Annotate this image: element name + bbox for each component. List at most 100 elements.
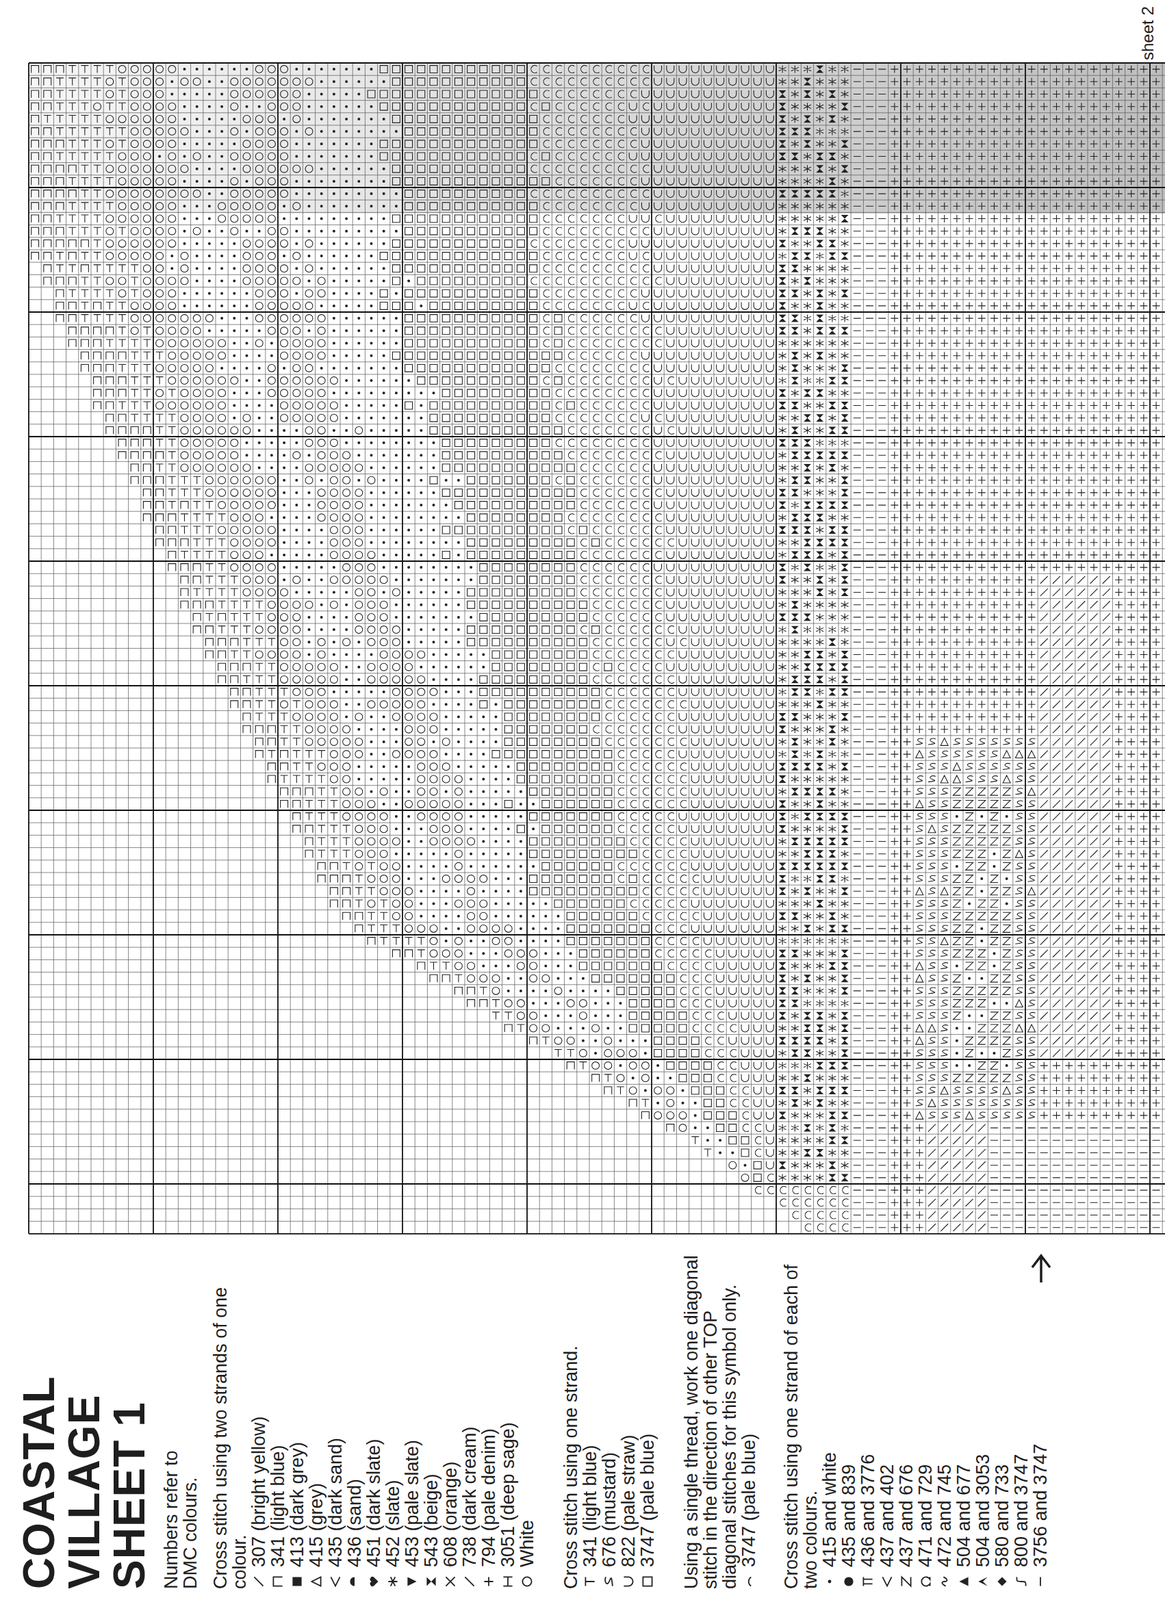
key-symbol	[601, 1574, 617, 1590]
key-entry: White	[517, 1253, 537, 1590]
key-symbol	[841, 1574, 857, 1590]
key-panel: COASTAL VILLAGE SHEET 1Numbers refer to …	[16, 1253, 1153, 1590]
key-symbol	[270, 1574, 286, 1590]
key-text: 415 (grey)	[306, 1483, 326, 1568]
key-entry: 580 and 733	[992, 1253, 1012, 1590]
key-text: 415 and white	[820, 1452, 840, 1568]
key-symbol	[917, 1574, 933, 1590]
key-symbol-shape	[997, 1577, 1007, 1586]
key-symbol	[347, 1574, 363, 1590]
key-symbol	[956, 1574, 972, 1590]
key-symbol-shape	[273, 1577, 283, 1586]
key-text: 800 and 3747	[1011, 1454, 1031, 1568]
key-symbol	[741, 1574, 757, 1590]
key-symbol	[442, 1574, 458, 1590]
key-entry: 794 (pale denim)	[479, 1253, 499, 1590]
key-text: 738 (dark cream)	[459, 1426, 480, 1568]
key-text: 437 and 676	[896, 1464, 916, 1568]
key-text: 437 and 402	[877, 1464, 897, 1568]
key-symbol	[860, 1574, 876, 1590]
key-entry: 3747 (pale blue)	[637, 1253, 658, 1590]
key-symbol-shape	[1016, 1577, 1026, 1586]
key-entry: 608 (orange)	[440, 1253, 460, 1590]
key-symbol-shape	[503, 1577, 512, 1586]
key-text: 3756 and 3747	[1030, 1444, 1051, 1568]
key-note: Using a single thread, work one diagonal…	[681, 1253, 740, 1590]
key-entry: 738 (dark cream)	[459, 1253, 480, 1590]
key-symbol	[937, 1574, 953, 1590]
key-text: 341 (light blue)	[580, 1444, 600, 1568]
key-symbol	[639, 1574, 656, 1590]
key-text: 608 (orange)	[440, 1461, 460, 1568]
key-text: 580 and 733	[992, 1464, 1012, 1568]
key-entry: 472 and 745	[935, 1253, 955, 1590]
key-symbol	[251, 1574, 267, 1590]
key-symbol-shape	[623, 1577, 633, 1586]
key-symbol	[1032, 1574, 1048, 1590]
key-symbol	[327, 1574, 343, 1590]
key-symbol	[385, 1574, 401, 1590]
key-entry: 435 (dark sand)	[325, 1253, 345, 1590]
key-entry: 676 (mustard)	[599, 1253, 619, 1590]
key-symbol-shape	[388, 1577, 398, 1586]
key-entry: 543 (beige)	[421, 1253, 441, 1590]
key-symbol	[879, 1574, 895, 1590]
key-symbol	[366, 1574, 382, 1590]
grid-line-bold	[28, 62, 1165, 1235]
key-symbol-shape	[585, 1577, 595, 1586]
key-entry: 436 and 3776	[858, 1253, 878, 1590]
key-text: 436 (sand)	[344, 1479, 365, 1568]
key-entry: 415 (grey)	[306, 1253, 326, 1590]
key-entry: 435 and 839	[839, 1253, 859, 1590]
key-symbol-shape	[426, 1577, 436, 1586]
key-symbol-shape	[843, 1577, 853, 1586]
key-entry: 436 (sand)	[344, 1253, 365, 1590]
key-symbol-shape	[330, 1577, 340, 1586]
key-entry: 413 (dark grey)	[287, 1253, 307, 1590]
key-text: 504 and 3053	[973, 1454, 993, 1568]
key-entry: 451 (dark slate)	[364, 1253, 384, 1590]
key-symbol	[462, 1574, 478, 1590]
key-text: 413 (dark grey)	[287, 1442, 307, 1568]
key-symbol-shape	[863, 1577, 873, 1586]
key-symbol	[289, 1574, 305, 1590]
key-symbol	[404, 1574, 420, 1590]
key-symbol	[481, 1574, 497, 1590]
key-entry: 437 and 402	[877, 1253, 897, 1590]
key-text: 543 (beige)	[421, 1473, 441, 1568]
key-entry: 3756 and 3747	[1030, 1253, 1051, 1590]
key-symbol-shape	[958, 1577, 968, 1586]
key-symbol-shape	[901, 1577, 911, 1586]
key-entry: 437 and 676	[896, 1253, 916, 1590]
key-entry: 822 (pale straw)	[618, 1253, 638, 1590]
key-symbol	[994, 1574, 1010, 1590]
key-text: White	[517, 1520, 537, 1568]
key-symbol-shape	[370, 1577, 379, 1587]
key-symbol	[1013, 1574, 1029, 1590]
key-symbol	[500, 1574, 516, 1590]
key-text: 453 (pale slate)	[402, 1440, 422, 1568]
key-symbol-shape	[605, 1577, 613, 1586]
key-symbol	[898, 1574, 914, 1590]
key-symbol-shape	[483, 1577, 493, 1586]
key-text: 822 (pale straw)	[618, 1434, 638, 1568]
key-entry: 504 and 677	[954, 1253, 974, 1590]
grid-lines	[28, 62, 1165, 1235]
key-entry: 452 (slate)	[383, 1253, 403, 1590]
key-note: Cross stitch using one strand of each of…	[781, 1253, 821, 1590]
key-symbol-shape	[292, 1577, 302, 1586]
key-symbol-shape	[349, 1577, 355, 1586]
key-entry: 3051 (deep sage)	[498, 1253, 518, 1590]
key-text: 341 (light blue)	[268, 1444, 288, 1568]
key-symbol-shape	[921, 1577, 930, 1586]
key-symbol	[308, 1574, 324, 1590]
key-symbol-shape	[445, 1577, 455, 1586]
key-symbol	[582, 1574, 598, 1590]
key-text: 504 and 677	[954, 1464, 974, 1568]
key-symbol-shape	[941, 1577, 947, 1586]
key-symbol	[822, 1574, 838, 1590]
key-entry: 415 and white	[820, 1253, 840, 1590]
centre-arrow	[1032, 1256, 1051, 1283]
key-text: 307 (bright yellow)	[249, 1416, 269, 1568]
key-symbol-shape	[642, 1577, 652, 1586]
